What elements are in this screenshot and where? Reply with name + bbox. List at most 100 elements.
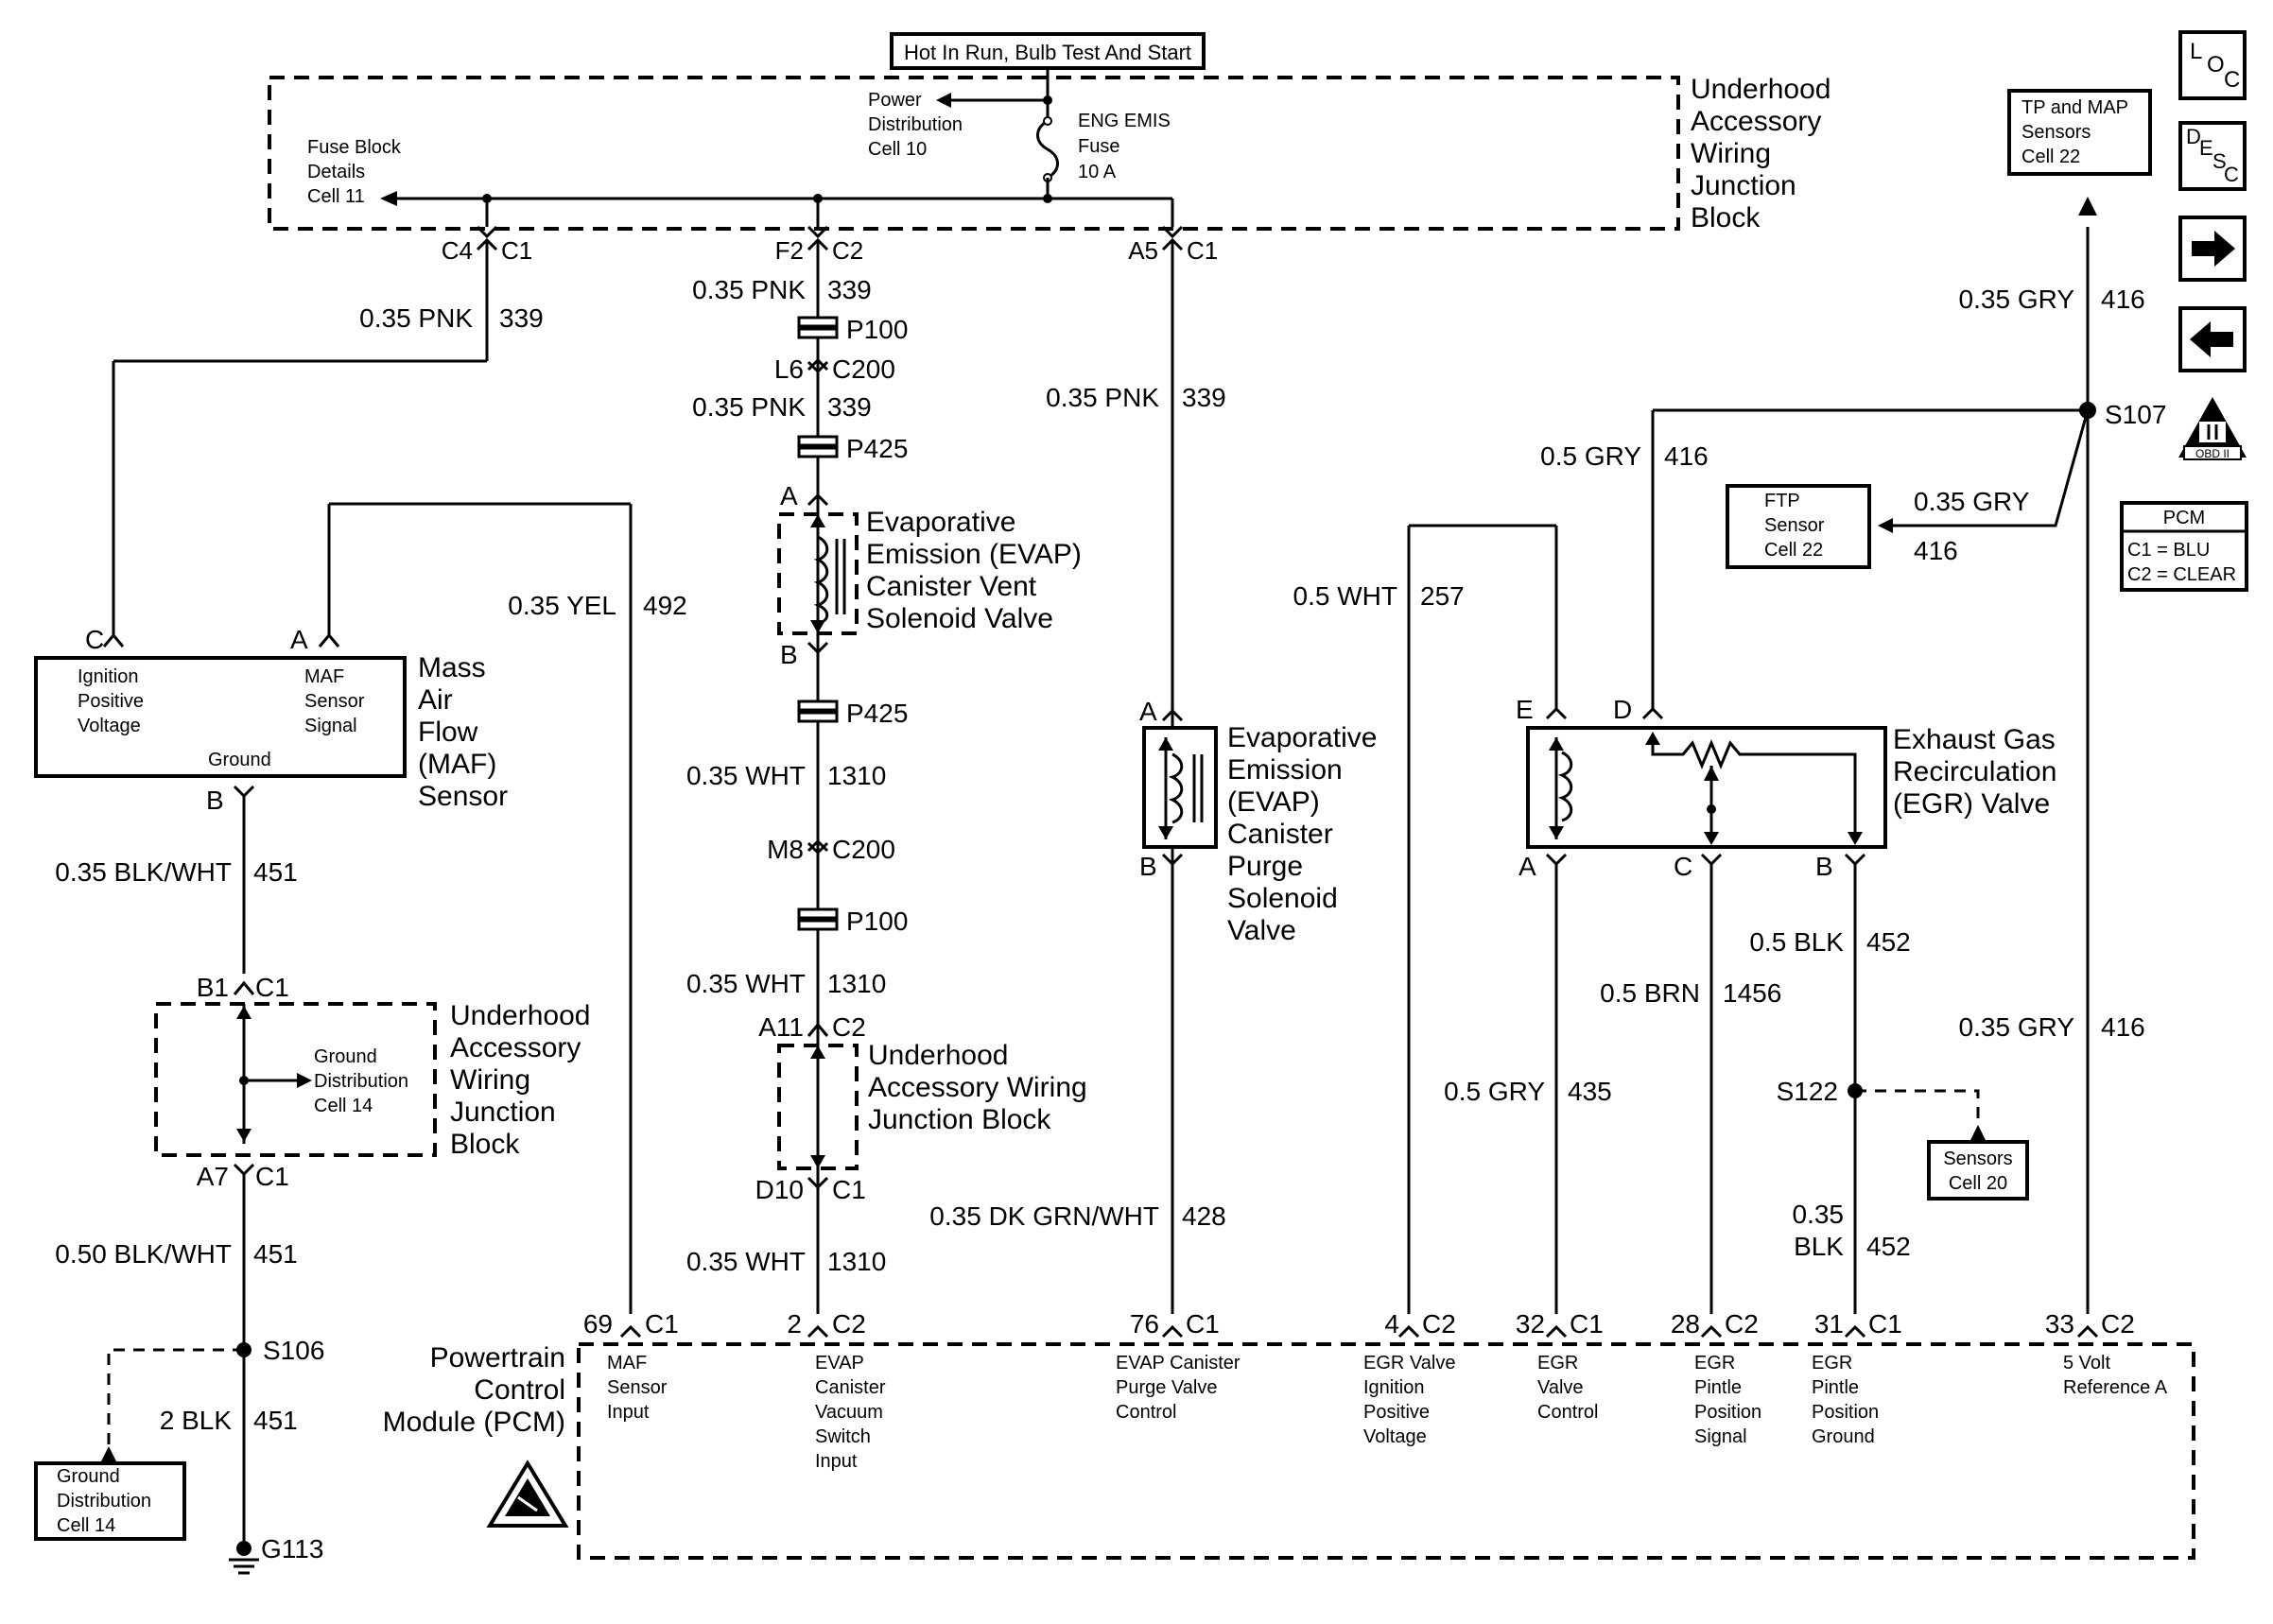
purge-solenoid-box (1142, 726, 1218, 849)
svg-text:0.35 DK GRN/WHT: 0.35 DK GRN/WHT (929, 1201, 1159, 1231)
loc-button[interactable]: L O C (2178, 30, 2247, 100)
svg-text:Underhood: Underhood (1691, 74, 1831, 105)
svg-text:0.35 GRY: 0.35 GRY (1914, 487, 2030, 516)
wire-label-w14: 0.5 GRY 435 (1444, 1077, 1612, 1106)
svg-text:Distribution: Distribution (314, 1071, 408, 1092)
next-arrow-button[interactable] (2178, 216, 2247, 282)
ground-junction-block-name: Underhood Accessory Wiring Junction Bloc… (450, 1000, 590, 1160)
svg-text:33: 33 (2045, 1309, 2074, 1339)
svg-text:1310: 1310 (827, 1247, 886, 1276)
svg-text:Purge: Purge (1227, 851, 1303, 882)
svg-text:Pintle: Pintle (1812, 1377, 1859, 1398)
svg-text:BLK: BLK (1794, 1232, 1844, 1261)
svg-text:OBD II: OBD II (2195, 447, 2230, 460)
connector-p425-b: P425 (797, 699, 908, 728)
svg-text:P425: P425 (846, 699, 908, 728)
svg-text:Input: Input (607, 1402, 650, 1423)
svg-text:EGR: EGR (1537, 1353, 1578, 1373)
vent-pin-a: A (780, 481, 798, 510)
wire-label-w17: 0.35 BLK 452 (1793, 1200, 1911, 1261)
svg-text:31: 31 (1814, 1309, 1844, 1339)
svg-text:TP and MAP: TP and MAP (2021, 97, 2128, 118)
svg-text:Cell 22: Cell 22 (2021, 147, 2080, 167)
egr-pin-c: C (1674, 852, 1692, 881)
wire-label-w9: 0.35 WHT 1310 (686, 761, 886, 790)
svg-text:416: 416 (1664, 441, 1709, 471)
desc-button[interactable]: D E S C (2178, 121, 2247, 191)
egr-pin-a: A (1518, 852, 1536, 881)
svg-text:Ground: Ground (57, 1466, 120, 1487)
svg-text:A11: A11 (758, 1012, 804, 1042)
mid-junction-block-name: Underhood Accessory Wiring Junction Bloc… (868, 1040, 1087, 1135)
svg-text:P100: P100 (846, 315, 908, 344)
prev-arrow-button[interactable] (2178, 306, 2247, 372)
svg-text:339: 339 (827, 275, 872, 304)
svg-text:E: E (2199, 136, 2213, 160)
svg-text:L6: L6 (774, 354, 804, 384)
svg-text:EGR: EGR (1812, 1353, 1852, 1373)
ftp-sensor-ref-box (1726, 484, 1871, 569)
svg-text:28: 28 (1671, 1309, 1700, 1339)
svg-text:0.35 WHT: 0.35 WHT (686, 969, 806, 998)
svg-text:452: 452 (1866, 1232, 1911, 1261)
maf-ign-label: Ignition Positive Voltage (78, 666, 144, 736)
svg-text:Sensor: Sensor (1764, 515, 1825, 536)
svg-text:416: 416 (2101, 285, 2145, 314)
svg-text:P425: P425 (846, 434, 908, 463)
svg-text:C1: C1 (645, 1309, 679, 1339)
svg-text:C1: C1 (501, 236, 532, 265)
pcm-connector-key: PCM C1 = BLU C2 = CLEAR (2120, 501, 2248, 592)
svg-text:Sensor: Sensor (607, 1377, 668, 1398)
svg-text:Distribution: Distribution (868, 114, 963, 135)
svg-text:Valve: Valve (1537, 1377, 1584, 1398)
tp-map-ref-text: TP and MAP Sensors Cell 22 (2021, 97, 2128, 167)
sensors-cell20-ref-box (1927, 1140, 2029, 1201)
svg-text:Fuse: Fuse (1078, 136, 1119, 157)
pcm-name: Powertrain Control Module (PCM) (383, 1342, 565, 1438)
svg-text:Switch: Switch (815, 1426, 871, 1447)
svg-text:76: 76 (1130, 1309, 1159, 1339)
svg-text:S: S (2212, 149, 2227, 173)
power-distribution-ref: Power Distribution Cell 10 (868, 90, 963, 160)
svg-text:451: 451 (253, 857, 298, 887)
svg-text:Powertrain: Powertrain (430, 1342, 565, 1373)
svg-text:Recirculation: Recirculation (1893, 756, 2056, 787)
connector-a11-c2: A11 C2 (758, 1012, 866, 1042)
wire-label-w2: 0.35 PNK 339 (692, 275, 872, 304)
svg-text:Position: Position (1812, 1402, 1879, 1423)
maf-sensor-box (34, 656, 407, 778)
svg-text:452: 452 (1866, 927, 1911, 957)
svg-text:339: 339 (499, 303, 544, 333)
wire-label-w4: 0.35 PNK 339 (1046, 383, 1226, 412)
ground-g113-icon (229, 1541, 259, 1575)
svg-text:EGR Valve: EGR Valve (1363, 1353, 1455, 1373)
svg-text:C2: C2 (832, 236, 863, 265)
svg-text:Evaporative: Evaporative (1227, 722, 1377, 753)
egr-valve-name: Exhaust Gas Recirculation (EGR) Valve (1893, 724, 2056, 820)
esd-warning-icon (486, 1460, 569, 1528)
svg-text:C1: C1 (1186, 1309, 1220, 1339)
svg-text:416: 416 (2101, 1012, 2145, 1042)
svg-text:Ignition: Ignition (1363, 1377, 1425, 1398)
svg-text:0.35 PNK: 0.35 PNK (359, 303, 473, 333)
svg-text:L: L (2190, 39, 2202, 64)
svg-text:1310: 1310 (827, 969, 886, 998)
power-note-box: Hot In Run, Bulb Test And Start (890, 32, 1206, 70)
wire-label-w16: 0.5 BLK 452 (1749, 927, 1910, 957)
svg-text:P100: P100 (846, 907, 908, 936)
wire-label-w6: 0.35 BLK/WHT 451 (55, 857, 297, 887)
svg-text:Fuse Block: Fuse Block (307, 137, 402, 158)
svg-text:Voltage: Voltage (78, 716, 141, 736)
svg-text:0.35 GRY: 0.35 GRY (1959, 1012, 2075, 1042)
svg-text:Wiring: Wiring (450, 1064, 530, 1096)
svg-text:Details: Details (307, 162, 365, 182)
wire-label-w3: 0.35 PNK 339 (692, 392, 872, 422)
svg-text:Control: Control (474, 1374, 565, 1406)
ftp-sensor-ref-text: FTP Sensor Cell 22 (1764, 491, 1825, 561)
connector-a5-c1: A5 C1 (1128, 225, 1218, 265)
